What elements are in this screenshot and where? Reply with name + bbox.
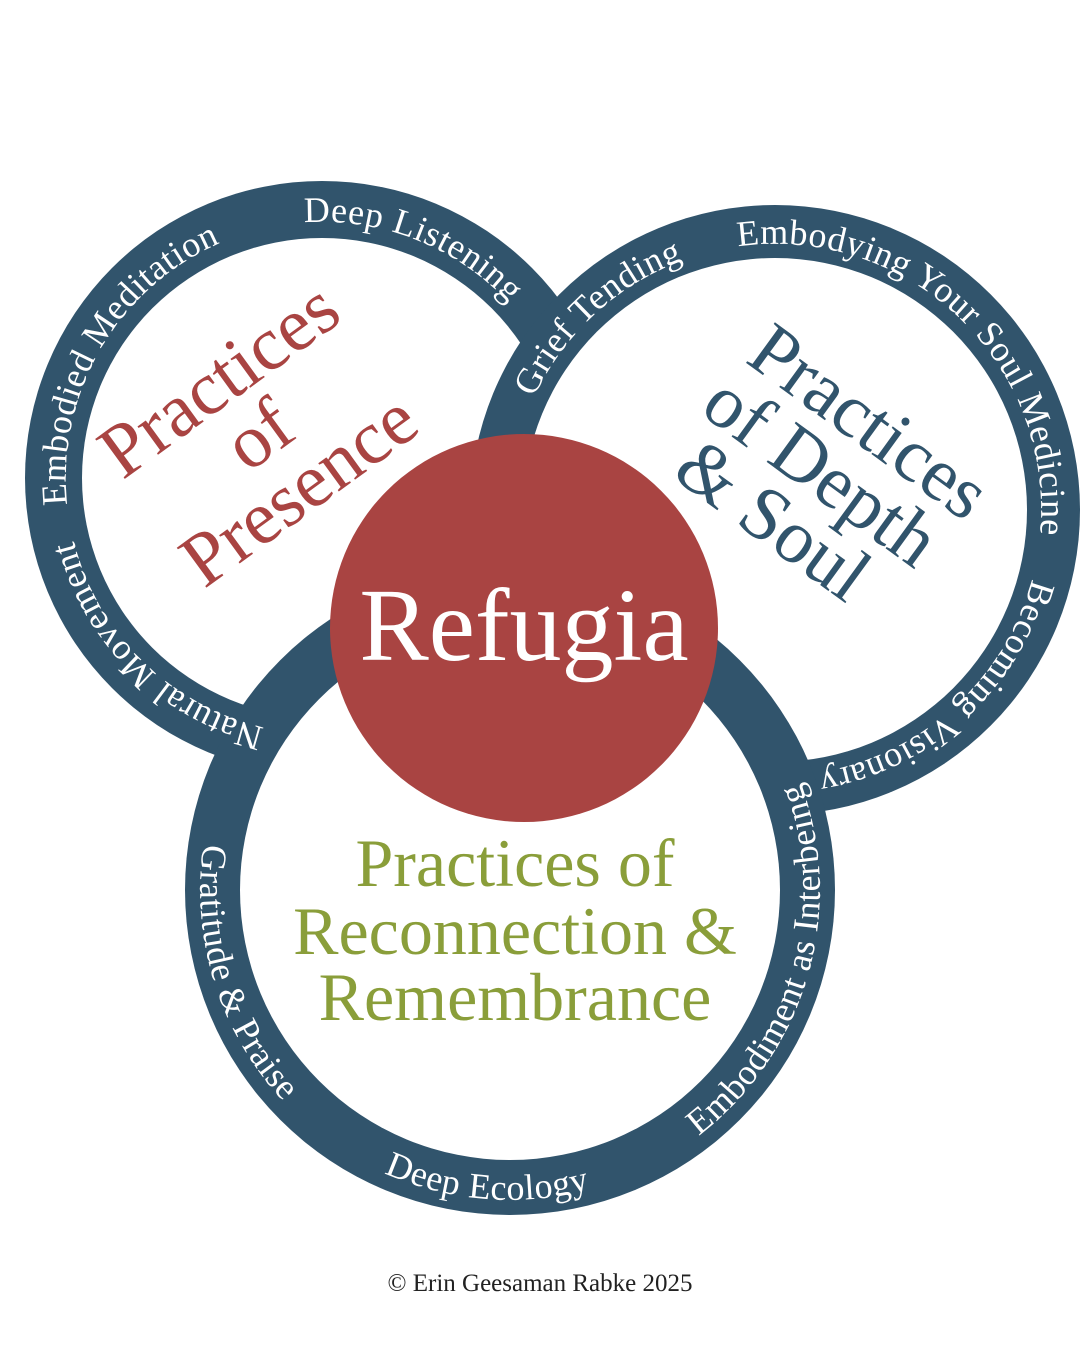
reconnection-title-line: Reconnection & <box>293 893 737 969</box>
reconnection-title-line: Practices of <box>355 825 674 901</box>
reconnection-title-line: Remembrance <box>319 959 712 1035</box>
refugia-center-circle <box>330 434 718 822</box>
refugia-label: Refugia <box>359 568 688 683</box>
copyright: © Erin Geesaman Rabke 2025 <box>387 1270 693 1297</box>
reconnection-title: Practices of Reconnection & Remembrance <box>293 825 737 1035</box>
